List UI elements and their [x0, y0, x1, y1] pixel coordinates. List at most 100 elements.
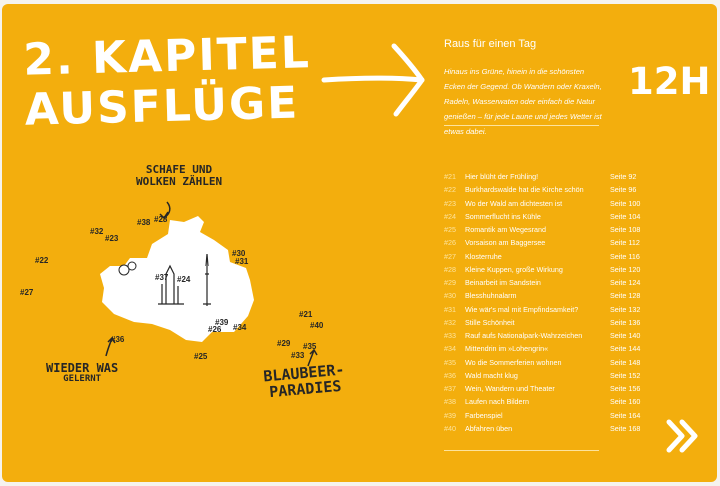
map-marker: #32	[90, 227, 104, 236]
toc-number: #36	[444, 370, 456, 380]
toc-page: Seite 168	[610, 423, 641, 433]
toc-number: #30	[444, 291, 456, 301]
toc-page: Seite 152	[610, 370, 641, 380]
map-marker: #36	[111, 335, 125, 344]
toc-number: #24	[444, 211, 456, 221]
toc-title: Mittendrin im »Lohengrin«	[465, 344, 549, 354]
toc-title: Wald macht klug	[465, 370, 518, 380]
map-marker: #21	[299, 310, 313, 319]
right-arrow-icon	[321, 43, 425, 117]
map-marker: #23	[105, 234, 119, 243]
toc-page: Seite 140	[610, 331, 641, 340]
toc-title: Klosterruhe	[465, 251, 502, 261]
map-marker: #34	[233, 323, 247, 332]
map-marker: #35	[303, 342, 317, 351]
toc-entry[interactable]: #37 Wein, Wandern und Theater Seite 156	[444, 382, 644, 395]
arrow-up-icon	[105, 336, 116, 357]
toc-page: Seite 120	[610, 264, 641, 274]
toc-page: Seite 108	[610, 225, 641, 234]
toc-title: Farbenspiel	[465, 410, 503, 420]
toc-title: Hier blüht der Frühling!	[465, 172, 539, 181]
toc-page: Seite 136	[610, 317, 641, 327]
toc-title: Stille Schönheit	[465, 317, 515, 327]
double-chevron-right-icon[interactable]	[664, 417, 702, 455]
toc-title: Rauf aufs Nationalpark-Wahrzeichen	[465, 331, 583, 340]
toc-entry[interactable]: #34 Mittendrin im »Lohengrin« Seite 144	[444, 342, 644, 355]
arrow-down-icon	[159, 201, 171, 220]
toc-title: Wie wär's mal mit Empfindsamkeit?	[465, 304, 579, 314]
annotation-berries: BLAUBEER- PARADIES	[262, 360, 346, 401]
map-marker: #40	[310, 321, 324, 330]
map-marker: #38	[137, 218, 151, 227]
toc-entry[interactable]: #32 Stille Schönheit Seite 136	[444, 316, 644, 329]
toc-page: Seite 148	[610, 357, 641, 367]
map-marker: #27	[20, 288, 34, 297]
toc-page: Seite 96	[610, 185, 637, 195]
toc-entry[interactable]: #22 Burkhardswalde hat die Kirche schön Se…	[444, 183, 644, 196]
toc-entry[interactable]: #24 Sommerflucht ins Kühle Seite 104	[444, 210, 644, 223]
toc-entry[interactable]: #39 Farbenspiel Seite 164	[444, 409, 644, 422]
map-marker: #31	[235, 257, 249, 266]
toc-title: Blesshuhnalarm	[465, 291, 517, 301]
region-map	[100, 201, 318, 367]
chapter-page: 2. KAPITEL AUSFLÜGE Raus für einen Tag H…	[2, 4, 717, 482]
toc-page: Seite 164	[610, 410, 641, 420]
map-marker: #29	[277, 339, 291, 348]
toc-number: #28	[444, 264, 456, 274]
toc-page: Seite 104	[610, 211, 641, 221]
toc-title: Burkhardswalde hat die Kirche schön	[465, 185, 584, 195]
intro-text: Hinaus ins Grüne, hinein in die schönste…	[444, 67, 602, 136]
map-marker: #39	[215, 318, 229, 327]
intro-heading: Raus für einen Tag	[444, 38, 537, 50]
toc-number: #32	[444, 317, 456, 327]
toc-entry[interactable]: #33 Rauf aufs Nationalpark-Wahrzeichen Sei…	[444, 329, 644, 342]
map-marker: #33	[291, 351, 305, 360]
toc-title: Wo die Sommerferien wohnen	[465, 357, 562, 367]
toc-number: #27	[444, 251, 456, 261]
toc-divider	[444, 450, 599, 451]
toc-page: Seite 100	[610, 198, 641, 208]
toc-entry[interactable]: #36 Wald macht klug Seite 152	[444, 369, 644, 382]
toc-title: Laufen nach Bildern	[465, 397, 529, 407]
toc-number: #37	[444, 384, 456, 393]
toc-title: Sommerflucht ins Kühle	[465, 211, 541, 221]
toc-page: Seite 132	[610, 304, 641, 314]
toc-entry[interactable]: #30 Blesshuhnalarm Seite 128	[444, 289, 644, 302]
toc-page: Seite 144	[610, 344, 641, 354]
toc-title: Vorsaison am Baggersee	[465, 238, 546, 248]
toc-number: #38	[444, 397, 456, 407]
toc-title: Abfahren üben	[465, 423, 513, 433]
toc-title: Wein, Wandern und Theater	[465, 384, 555, 393]
map-marker: #25	[194, 352, 208, 361]
toc-page: Seite 156	[610, 384, 641, 393]
map-marker: #24	[177, 275, 191, 284]
map-marker: #37	[155, 273, 169, 282]
annotation-sheep: SCHAFE UND WOLKEN ZÄHLEN	[136, 163, 223, 188]
toc-number: #23	[444, 198, 456, 208]
intro-divider	[444, 125, 599, 126]
map-marker: #30	[232, 249, 246, 258]
toc-page: Seite 128	[610, 291, 641, 301]
toc-number: #39	[444, 410, 456, 420]
toc-number: #34	[444, 344, 456, 354]
toc-number: #22	[444, 185, 456, 195]
region-shape	[100, 216, 254, 342]
arrow-up-icon	[307, 348, 318, 367]
toc-number: #33	[444, 331, 456, 340]
annotation-learned: WIEDER WAS GELERNT	[46, 361, 119, 384]
toc-page: Seite 124	[610, 278, 641, 287]
hours-badge: 12H	[628, 60, 711, 103]
toc-title: Romantik am Wegesrand	[465, 225, 546, 234]
